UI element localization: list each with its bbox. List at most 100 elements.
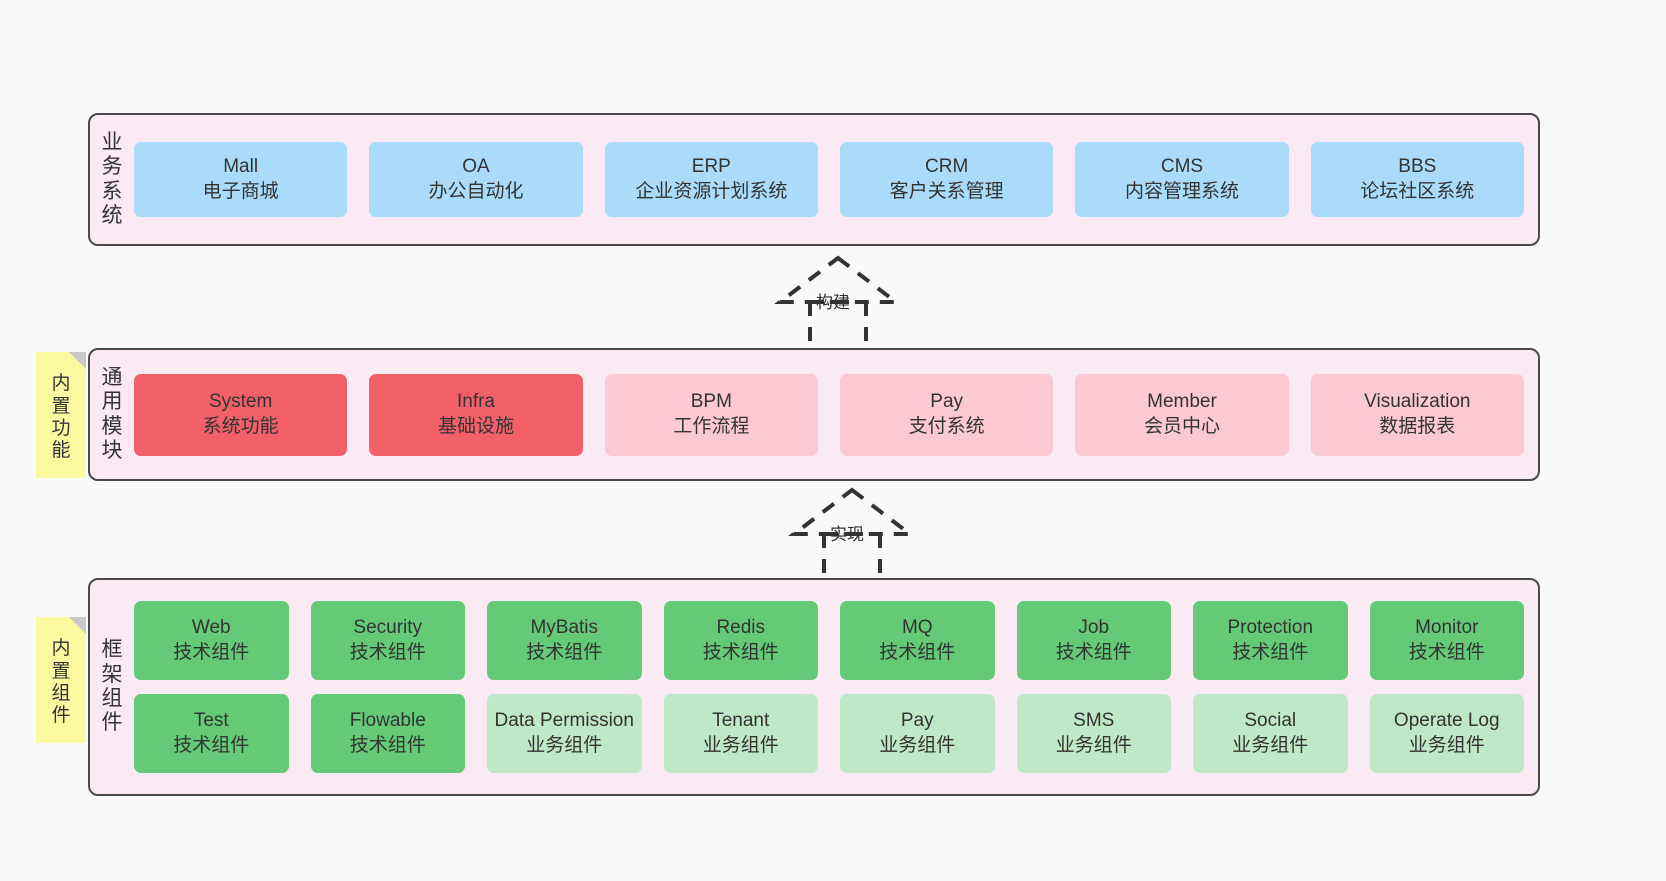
sticky-note-char: 置 <box>51 395 71 417</box>
card-sms[interactable]: SMS 业务组件 <box>1016 694 1171 773</box>
card-job[interactable]: Job 技术组件 <box>1016 601 1171 680</box>
card-mall[interactable]: Mall 电子商城 <box>134 142 348 217</box>
card-subtitle: 基础设施 <box>437 415 514 437</box>
connector-build: 构建 <box>748 252 928 348</box>
card-system[interactable]: System 系统功能 <box>134 373 348 456</box>
card-subtitle: 技术组件 <box>1408 641 1485 663</box>
card-cms[interactable]: CMS 内容管理系统 <box>1075 142 1289 217</box>
card-title: Security <box>353 617 423 639</box>
card-title: Social <box>1244 710 1297 732</box>
card-mq[interactable]: MQ 技术组件 <box>840 601 995 680</box>
band-label-common-modules: 通 用 模 块 <box>90 350 134 479</box>
card-subtitle: 技术组件 <box>702 641 779 663</box>
card-oa[interactable]: OA 办公自动化 <box>369 142 583 217</box>
sticky-note-char: 内 <box>51 638 71 660</box>
generalization-arrow-icon <box>788 487 916 580</box>
card-erp[interactable]: ERP 企业资源计划系统 <box>604 142 818 217</box>
card-bbs[interactable]: BBS 论坛社区系统 <box>1310 142 1524 217</box>
card-subtitle: 办公自动化 <box>428 180 524 202</box>
card-protection[interactable]: Protection 技术组件 <box>1193 601 1348 680</box>
sticky-fold-corner-icon <box>69 617 86 634</box>
card-title: Job <box>1078 617 1110 639</box>
card-title: BBS <box>1398 156 1437 178</box>
card-title: ERP <box>691 156 731 178</box>
card-title: Flowable <box>349 710 426 732</box>
card-social[interactable]: Social 业务组件 <box>1193 694 1348 773</box>
connector-label-implement: 实现 <box>830 525 864 544</box>
card-redis[interactable]: Redis 技术组件 <box>663 601 818 680</box>
card-title: Test <box>193 710 229 732</box>
card-subtitle: 会员中心 <box>1143 415 1220 437</box>
card-row: Web 技术组件 Security 技术组件 MyBatis 技术组件 Redi… <box>134 601 1524 680</box>
card-subtitle: 技术组件 <box>1055 641 1132 663</box>
card-flowable[interactable]: Flowable 技术组件 <box>310 694 465 773</box>
card-crm[interactable]: CRM 客户关系管理 <box>839 142 1054 217</box>
card-title: SMS <box>1073 710 1115 732</box>
card-subtitle: 技术组件 <box>349 734 426 756</box>
card-title: Redis <box>716 617 766 639</box>
card-subtitle: 业务组件 <box>526 734 603 756</box>
connector-implement: 实现 <box>762 484 942 580</box>
card-subtitle: 工作流程 <box>673 415 750 437</box>
band-label-char: 用 <box>101 390 123 414</box>
connector-label-build: 构建 <box>816 293 850 312</box>
card-pay-module[interactable]: Pay 支付系统 <box>839 373 1054 456</box>
card-mybatis[interactable]: MyBatis 技术组件 <box>487 601 642 680</box>
card-test[interactable]: Test 技术组件 <box>134 694 289 773</box>
card-title: Pay <box>900 710 934 732</box>
card-data-permission[interactable]: Data Permission 业务组件 <box>487 694 642 773</box>
band-label-char: 架 <box>101 662 123 686</box>
sticky-note-char: 功 <box>51 418 71 439</box>
card-subtitle: 业务组件 <box>879 734 956 756</box>
band-common-modules: 通 用 模 块 System 系统功能 Infra 基础设施 BPM 工作流程 <box>88 348 1540 481</box>
card-title: Mall <box>223 156 259 178</box>
sticky-fold-corner-icon <box>69 352 86 369</box>
band-label-framework-components: 框 架 组 件 <box>90 580 134 794</box>
card-subtitle: 内容管理系统 <box>1124 180 1239 202</box>
card-security[interactable]: Security 技术组件 <box>310 601 465 680</box>
band-label-char: 模 <box>101 414 123 438</box>
band-label-business-systems: 业 务 系 统 <box>90 115 134 244</box>
generalization-arrow-icon <box>774 255 902 348</box>
band-label-char: 系 <box>101 179 123 203</box>
card-subtitle: 业务组件 <box>1232 734 1309 756</box>
card-subtitle: 技术组件 <box>1232 641 1309 663</box>
sticky-note-builtin-function: 内 置 功 能 <box>36 352 86 478</box>
card-subtitle: 企业资源计划系统 <box>635 180 788 202</box>
card-monitor[interactable]: Monitor 技术组件 <box>1369 601 1524 680</box>
sticky-note-char: 置 <box>51 660 71 682</box>
band-business-systems: 业 务 系 统 Mall 电子商城 OA 办公自动化 ERP 企业资源计划系统 <box>88 113 1540 246</box>
band-label-char: 务 <box>101 155 123 179</box>
card-subtitle: 系统功能 <box>202 415 279 437</box>
card-web[interactable]: Web 技术组件 <box>134 601 289 680</box>
card-title: Infra <box>456 391 495 413</box>
card-subtitle: 支付系统 <box>908 415 985 437</box>
card-subtitle: 技术组件 <box>349 641 426 663</box>
card-infra[interactable]: Infra 基础设施 <box>369 373 583 456</box>
card-subtitle: 技术组件 <box>173 641 250 663</box>
card-subtitle: 技术组件 <box>879 641 956 663</box>
card-subtitle: 业务组件 <box>1408 734 1485 756</box>
card-bpm[interactable]: BPM 工作流程 <box>604 373 818 456</box>
card-title: Data Permission <box>494 710 634 732</box>
card-title: BPM <box>690 391 732 413</box>
card-title: Protection <box>1227 617 1314 639</box>
card-title: Monitor <box>1415 617 1479 639</box>
band-label-char: 块 <box>101 438 123 462</box>
card-title: System <box>208 391 273 413</box>
card-tenant[interactable]: Tenant 业务组件 <box>663 694 818 773</box>
band-label-char: 业 <box>101 130 123 154</box>
band-label-char: 件 <box>101 711 123 735</box>
card-subtitle: 数据报表 <box>1379 415 1456 437</box>
card-member[interactable]: Member 会员中心 <box>1075 373 1289 456</box>
card-pay-component[interactable]: Pay 业务组件 <box>840 694 995 773</box>
sticky-note-char: 内 <box>51 373 71 395</box>
band-label-char: 组 <box>101 687 123 710</box>
card-subtitle: 技术组件 <box>526 641 603 663</box>
card-operate-log[interactable]: Operate Log 业务组件 <box>1369 694 1524 773</box>
card-visualization[interactable]: Visualization 数据报表 <box>1310 373 1524 456</box>
card-subtitle: 论坛社区系统 <box>1360 180 1475 202</box>
card-title: Operate Log <box>1393 710 1500 732</box>
sticky-note-builtin-component: 内 置 组 件 <box>36 617 86 743</box>
